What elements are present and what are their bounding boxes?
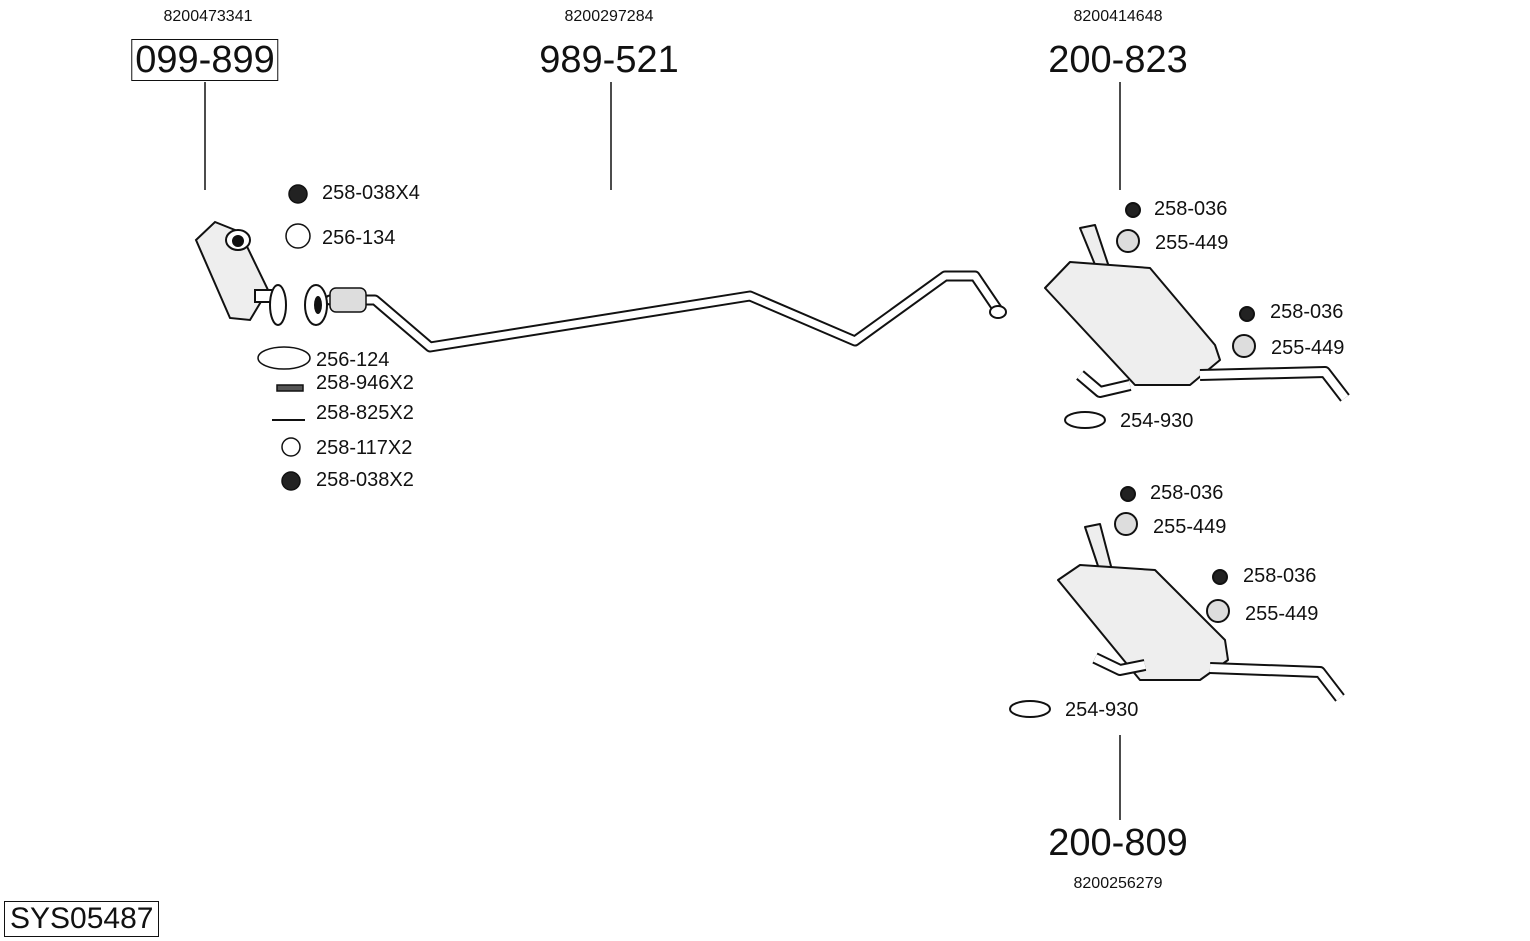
hardware-label[interactable]: 254-930 bbox=[1065, 699, 1139, 721]
hardware-label[interactable]: 258-117X2 bbox=[316, 437, 413, 459]
spring-icon bbox=[276, 384, 304, 392]
system-code: SYS05487 bbox=[4, 901, 160, 937]
middle-pipe-drawing bbox=[304, 270, 1007, 353]
hardware-label[interactable]: 254-930 bbox=[1120, 410, 1194, 432]
gasket-icon bbox=[257, 346, 311, 370]
rear-muffler-200-809-drawing bbox=[1009, 486, 1345, 718]
hardware-label[interactable]: 258-036 bbox=[1154, 198, 1228, 220]
washer-icon bbox=[281, 437, 301, 457]
oem-number: 8200473341 bbox=[163, 8, 253, 25]
hardware-label[interactable]: 255-449 bbox=[1245, 603, 1319, 625]
part-number-middle-pipe[interactable]: 989-521 bbox=[539, 39, 679, 81]
hardware-label[interactable]: 258-036 bbox=[1270, 301, 1344, 323]
oem-number: 8200414648 bbox=[1073, 8, 1163, 25]
hardware-label[interactable]: 255-449 bbox=[1271, 337, 1345, 359]
part-number-catalyst[interactable]: 099-899 bbox=[131, 39, 279, 81]
gasket-icon bbox=[285, 223, 311, 249]
hardware-label[interactable]: 258-946X2 bbox=[316, 372, 414, 394]
catalytic-converter-drawing bbox=[194, 220, 287, 326]
hardware-label[interactable]: 258-038X4 bbox=[322, 182, 420, 204]
part-number-rear-muffler[interactable]: 200-823 bbox=[1048, 39, 1188, 81]
hardware-label[interactable]: 256-134 bbox=[322, 227, 396, 249]
oem-number: 8200297284 bbox=[564, 8, 654, 25]
nut-icon bbox=[281, 471, 301, 491]
hardware-label[interactable]: 255-449 bbox=[1155, 232, 1229, 254]
hardware-label[interactable]: 258-038X2 bbox=[316, 469, 414, 491]
oem-number: 8200256279 bbox=[1073, 875, 1163, 892]
hardware-label[interactable]: 256-124 bbox=[316, 349, 390, 371]
hardware-label[interactable]: 258-036 bbox=[1150, 482, 1224, 504]
hardware-label[interactable]: 258-036 bbox=[1243, 565, 1317, 587]
part-number-rear-muffler-alt[interactable]: 200-809 bbox=[1048, 822, 1188, 864]
hardware-label[interactable]: 258-825X2 bbox=[316, 402, 414, 424]
rear-muffler-200-823-drawing bbox=[1044, 202, 1350, 429]
hardware-label[interactable]: 255-449 bbox=[1153, 516, 1227, 538]
nut-icon bbox=[288, 184, 308, 204]
